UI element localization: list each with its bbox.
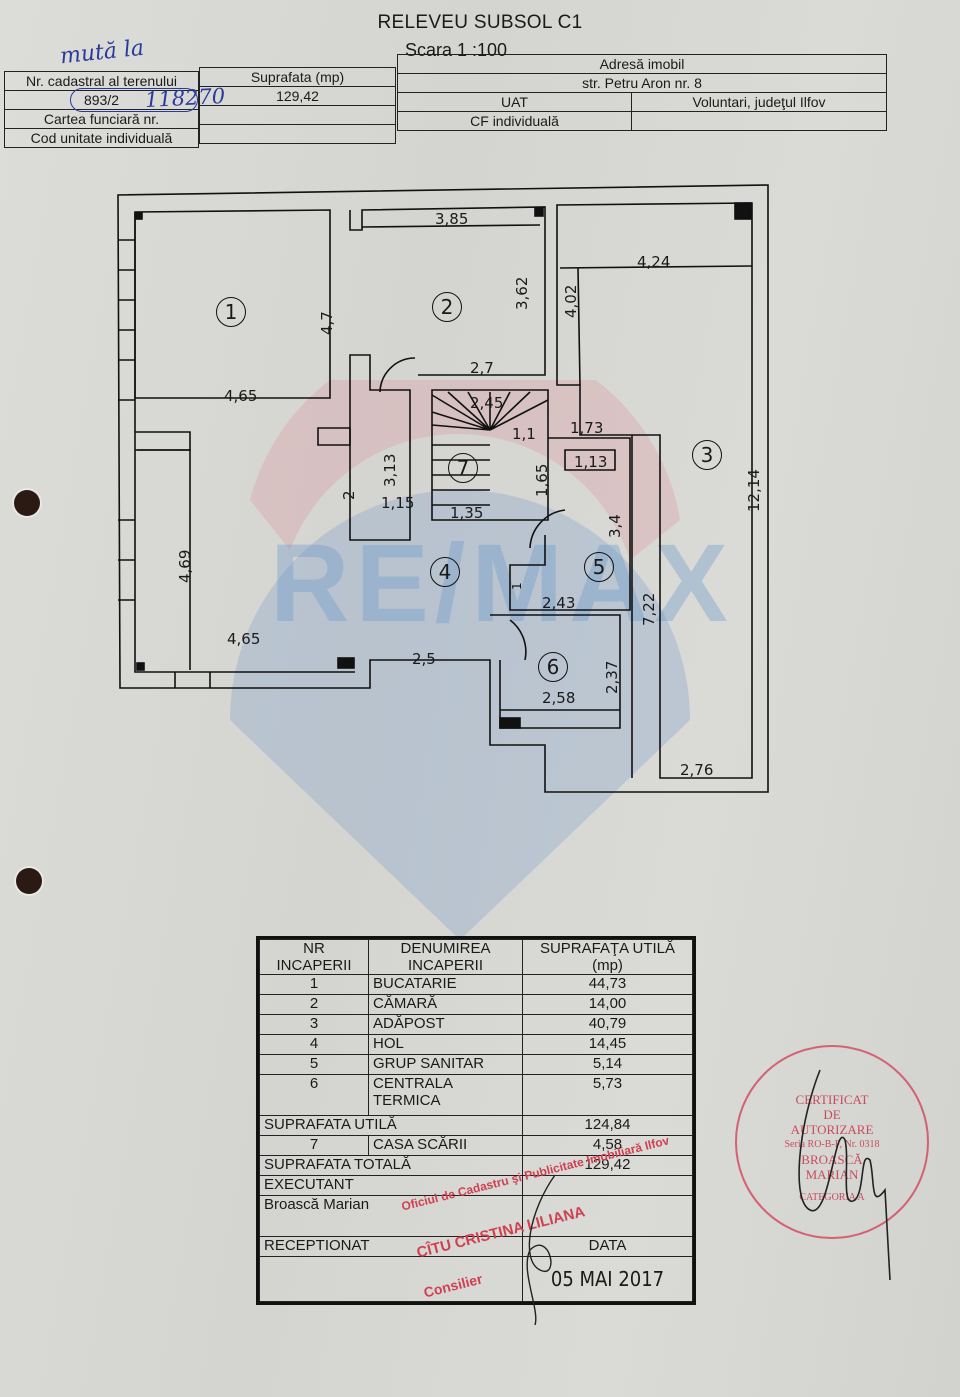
dimension-label: 1,65 [533, 463, 551, 497]
room-name: HOL [368, 1034, 523, 1055]
dimension-label: 4,7 [318, 311, 336, 335]
room-name: CĂMARĂ [368, 994, 523, 1015]
room-name: ADĂPOST [368, 1014, 523, 1035]
authorization-seal: CERTIFICAT DE AUTORIZARE Seria RO-B-F, N… [735, 1045, 929, 1239]
dimension-label: 3,85 [435, 210, 469, 228]
room-name: CASA SCĂRII [368, 1135, 523, 1156]
dimension-label: 3,62 [513, 276, 531, 310]
signature-icon [798, 1069, 891, 1281]
cod-unitate-label: Cod unitate individuală [4, 128, 199, 148]
room-number-3: 3 [692, 440, 722, 470]
dimension-label: 1,1 [512, 425, 536, 443]
room-surface: 40,79 [522, 1014, 693, 1035]
room-number-1: 1 [216, 297, 246, 327]
dimension-label: 4,69 [176, 549, 194, 583]
room-surface: 5,14 [522, 1054, 693, 1075]
header-nr: NR INCAPERII [259, 939, 369, 975]
room-nr: 3 [259, 1014, 369, 1035]
seal-line: AUTORIZARE [790, 1122, 874, 1137]
document-title: RELEVEU SUBSOL C1 [377, 12, 583, 33]
room-surface: 44,73 [522, 974, 693, 995]
cadastral-number: 893/2 [83, 92, 120, 108]
header-surface: SUPRAFAŢA UTILĂ (mp) [522, 939, 693, 975]
dimension-label: 1,15 [381, 494, 415, 512]
rooms-table: NR INCAPERII DENUMIREA INCAPERII SUPRAFA… [259, 939, 693, 1302]
room-nr: 2 [259, 994, 369, 1015]
dimension-label: 4,65 [227, 630, 261, 648]
room-number-6: 6 [538, 652, 568, 682]
dimension-label: 2,58 [542, 689, 576, 707]
table-row: 6 CENTRALA TERMICA 5,73 [259, 1074, 693, 1116]
room-nr: 6 [259, 1074, 369, 1116]
room-name: GRUP SANITAR [368, 1054, 523, 1075]
dimension-label: 2,45 [470, 394, 504, 412]
room-number-7: 7 [448, 453, 478, 483]
room-name: CENTRALA TERMICA [368, 1074, 523, 1116]
room-surface: 5,73 [522, 1074, 693, 1116]
suprafata-utila-label: SUPRAFATA UTILĂ [259, 1115, 523, 1136]
room-nr: 7 [259, 1135, 369, 1156]
room-name: BUCATARIE [368, 974, 523, 995]
cf-individuala-label: CF individuală [397, 111, 632, 131]
dimension-label: 2,7 [470, 359, 494, 377]
seal-line: CATEGORIA A [799, 1192, 865, 1203]
punch-hole [14, 490, 40, 516]
table-row: 3 ADĂPOST 40,79 [259, 1014, 693, 1035]
seal-line: BROASCĂ [801, 1152, 863, 1167]
header-table-middle: Suprafata (mp) 129,42 [199, 67, 396, 144]
punch-hole [16, 868, 42, 894]
empty-cell [631, 111, 887, 131]
dimension-label: 3,13 [381, 453, 399, 487]
seal-line: CERTIFICAT [795, 1092, 869, 1107]
table-row: 2 CĂMARĂ 14,00 [259, 994, 693, 1015]
dimension-label: 2,43 [542, 594, 576, 612]
room-number-4: 4 [430, 557, 460, 587]
signature-icon [526, 1174, 556, 1326]
room-number-5: 5 [584, 552, 614, 582]
dimension-label: 4,24 [637, 253, 671, 271]
dimension-label: 1,73 [570, 419, 604, 437]
handwritten-circle [70, 88, 198, 112]
dimension-label: 1 [510, 582, 524, 590]
suprafata-totala-value: 129,42 [522, 1155, 693, 1176]
rooms-table-frame: NR INCAPERII DENUMIREA INCAPERII SUPRAFA… [256, 936, 696, 1305]
seal-line: MARIAN [805, 1167, 859, 1182]
room-nr: 4 [259, 1034, 369, 1055]
table-row: 4 HOL 14,45 [259, 1034, 693, 1055]
table-row: 1 BUCATARIE 44,73 [259, 974, 693, 995]
dimension-label: 2,37 [603, 660, 621, 694]
data-label: DATA [522, 1236, 693, 1257]
room-surface: 14,00 [522, 994, 693, 1015]
dimension-label: 2 [340, 490, 358, 500]
empty-cell [199, 124, 396, 144]
empty-cell [259, 1256, 523, 1302]
address-value: str. Petru Aron nr. 8 [397, 73, 887, 93]
dimension-label: 3,4 [606, 514, 624, 538]
dimension-label: 12,14 [745, 469, 763, 512]
header-table-left: Nr. cadastral al terenului 893/2 Cartea … [4, 71, 199, 148]
room-nr: 1 [259, 974, 369, 995]
seal-line: Seria RO-B-F, Nr. 0318 [784, 1139, 880, 1150]
uat-label: UAT [397, 92, 632, 112]
room-number-2: 2 [432, 292, 462, 322]
dimension-label: 4,65 [224, 387, 258, 405]
dimension-label: 2,76 [680, 761, 714, 779]
header-name: DENUMIREA INCAPERII [368, 939, 523, 975]
suprafata-totala-label: SUPRAFATA TOTALĂ [259, 1155, 523, 1176]
dimension-label: 4,02 [562, 284, 580, 318]
room-surface: 14,45 [522, 1034, 693, 1055]
room-nr: 5 [259, 1054, 369, 1075]
table-row: 5 GRUP SANITAR 5,14 [259, 1054, 693, 1075]
remax-watermark-text: RE/MAX [270, 522, 734, 645]
dimension-label: 7,22 [640, 592, 658, 626]
dimension-label: 1,13 [574, 453, 608, 471]
seal-line: DE [823, 1107, 841, 1122]
table-row: 7 CASA SCĂRII 4,58 [259, 1135, 693, 1156]
remax-balloon-watermark [230, 380, 690, 940]
dimension-label: 1,35 [450, 504, 484, 522]
dimension-label: 2,5 [412, 650, 436, 668]
